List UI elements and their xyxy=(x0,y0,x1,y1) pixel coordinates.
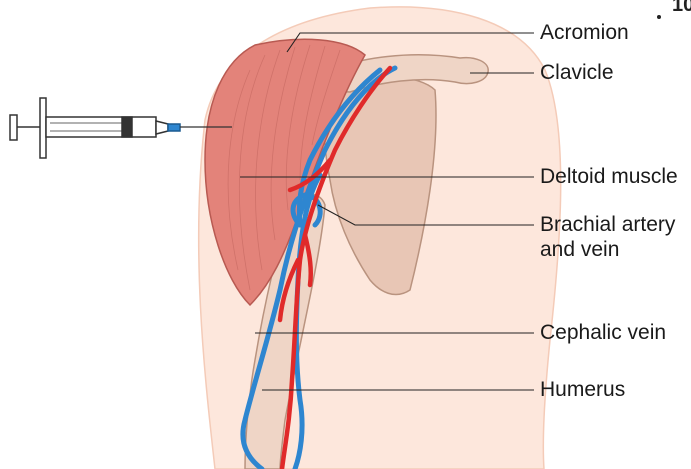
syringe-icon xyxy=(10,98,232,158)
label-brachial-line2: and vein xyxy=(540,238,619,262)
label-deltoid-muscle: Deltoid muscle xyxy=(540,165,678,189)
corner-dot xyxy=(657,15,661,19)
label-humerus: Humerus xyxy=(540,378,625,402)
label-acromion: Acromion xyxy=(540,21,629,45)
label-cephalic-vein: Cephalic vein xyxy=(540,321,666,345)
page-number-fragment: 10 xyxy=(672,0,691,17)
label-brachial-line1: Brachial artery xyxy=(540,213,675,237)
label-clavicle: Clavicle xyxy=(540,61,614,85)
